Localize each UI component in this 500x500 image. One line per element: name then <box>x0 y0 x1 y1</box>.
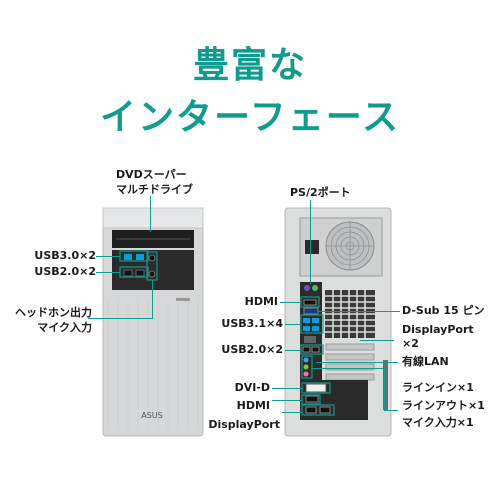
label-displayport-left: DisplayPort <box>208 418 280 431</box>
ps2-port-icon <box>312 285 318 291</box>
callout-line <box>280 302 301 303</box>
usb31-port-icon <box>303 318 310 323</box>
dvid-port-icon <box>305 383 327 393</box>
heading-line-2: インターフェース <box>99 97 401 138</box>
mic-jack-icon <box>148 270 156 278</box>
front-tower: ASUS <box>102 207 204 437</box>
hdmi-gpu-port-icon <box>305 395 319 403</box>
label-headphone: ヘッドホン出力 <box>15 306 92 319</box>
label-mic-in: マイク入力×1 <box>402 416 474 429</box>
mic-in-jack-icon <box>303 371 309 377</box>
label-dvid: DVI-D <box>234 381 270 394</box>
callout-line <box>312 368 384 369</box>
heading-line-1: 豊富な <box>192 45 307 86</box>
callout-line <box>96 272 120 273</box>
usb31-port-icon <box>312 326 319 331</box>
label-front-usb30: USB3.0×2 <box>34 249 96 262</box>
callout-line <box>360 340 394 341</box>
callout-line <box>96 256 120 257</box>
power-button-icon <box>176 298 190 301</box>
callout-line <box>272 388 302 389</box>
displayport-gpu-port-icon <box>319 406 331 414</box>
label-usb31: USB3.1×4 <box>221 317 283 330</box>
dsub-port-icon <box>303 307 319 315</box>
label-dvd-1: DVDスーパー <box>116 168 187 181</box>
usb31-port-icon <box>312 318 319 323</box>
label-rear-usb20: USB2.0×2 <box>221 343 283 356</box>
label-hdmi-top: HDMI <box>244 295 278 308</box>
label-mic: マイク入力 <box>37 321 92 334</box>
label-front-usb20: USB2.0×2 <box>34 265 96 278</box>
power-socket-icon <box>305 240 319 254</box>
label-dsub: D-Sub 15 ピン <box>402 304 485 317</box>
usb20-port-icon <box>123 269 133 277</box>
callout-line <box>285 324 301 325</box>
label-line-out: ラインアウト×1 <box>402 399 485 412</box>
callout-line <box>285 350 301 351</box>
callout-line <box>384 368 385 410</box>
label-dvd-2: マルチドライブ <box>116 183 193 196</box>
front-logo: ASUS <box>141 411 162 420</box>
usb20-rear-port-icon <box>302 346 311 353</box>
callout-line <box>152 280 153 319</box>
callout-line <box>316 362 398 363</box>
label-displayport-right-2: ×2 <box>402 337 419 350</box>
callout-line <box>384 410 398 411</box>
displayport-gpu-port-icon <box>305 406 317 414</box>
lan-port-icon <box>304 336 316 343</box>
callout-line <box>282 412 302 413</box>
headphone-jack-icon <box>148 254 156 262</box>
label-ps2: PS/2ポート <box>290 186 351 199</box>
usb31-port-icon <box>303 326 310 331</box>
ps2-port-icon <box>304 285 310 291</box>
label-line-in: ラインイン×1 <box>402 381 474 394</box>
usb20-rear-port-icon <box>311 346 320 353</box>
callout-line <box>150 196 151 232</box>
usb30-port-icon <box>136 254 144 260</box>
callout-line <box>272 400 302 401</box>
label-lan: 有線LAN <box>402 355 449 368</box>
callout-line <box>310 200 311 284</box>
label-displayport-right-1: DisplayPort <box>402 323 474 336</box>
line-in-jack-icon <box>303 357 309 363</box>
usb20-port-icon <box>135 269 145 277</box>
label-hdmi-bottom: HDMI <box>236 399 270 412</box>
callout-line <box>88 318 152 319</box>
hdmi-port-icon <box>303 299 317 306</box>
callout-line <box>318 311 400 312</box>
line-out-jack-icon <box>303 364 309 370</box>
usb30-port-icon <box>124 254 132 260</box>
